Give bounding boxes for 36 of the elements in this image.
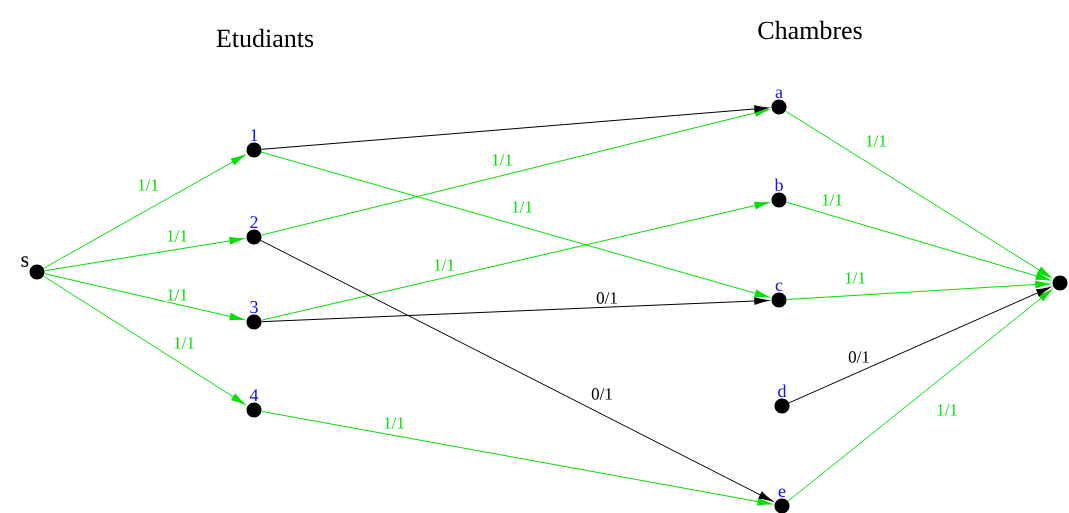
edge-label: 0/1 [590,387,614,401]
edge-label: 1/1 [136,178,160,192]
edge-label: 1/1 [864,134,888,148]
vertex-dot [1052,275,1068,291]
node-label: 3 [250,300,258,314]
edge-label: 0/1 [847,350,871,364]
arrow [261,297,769,323]
edge-label: 0/1 [595,291,619,305]
arrow [43,154,245,269]
arrow [785,201,1050,281]
edge-label: 1/1 [172,336,196,350]
column-heading: Chambres [758,20,862,40]
node-label: 1 [251,129,258,142]
column-heading: Etudiants [216,28,314,48]
arrow [44,273,244,321]
edge-label: 1/1 [820,193,844,207]
edge-label: 1/1 [490,153,514,167]
node-label: 2 [250,216,258,229]
edge-label: 1/1 [165,229,189,243]
arrow [43,275,246,405]
node-label: 4 [249,389,259,402]
node-label: e [778,488,786,498]
node-label: d [778,384,787,398]
arrow [261,201,769,321]
node-label: a [775,89,783,99]
arrow [260,151,769,298]
node-label: s [21,256,29,267]
edge-label: 1/1 [165,288,189,302]
arrow [785,110,1052,278]
node-label: b [774,178,783,192]
edge-label: 1/1 [432,258,456,272]
node-label: c [775,282,783,292]
edge-label: 1/1 [510,200,534,214]
arrow [44,237,244,272]
arrow [787,289,1052,502]
edge-label: 1/1 [935,403,959,417]
